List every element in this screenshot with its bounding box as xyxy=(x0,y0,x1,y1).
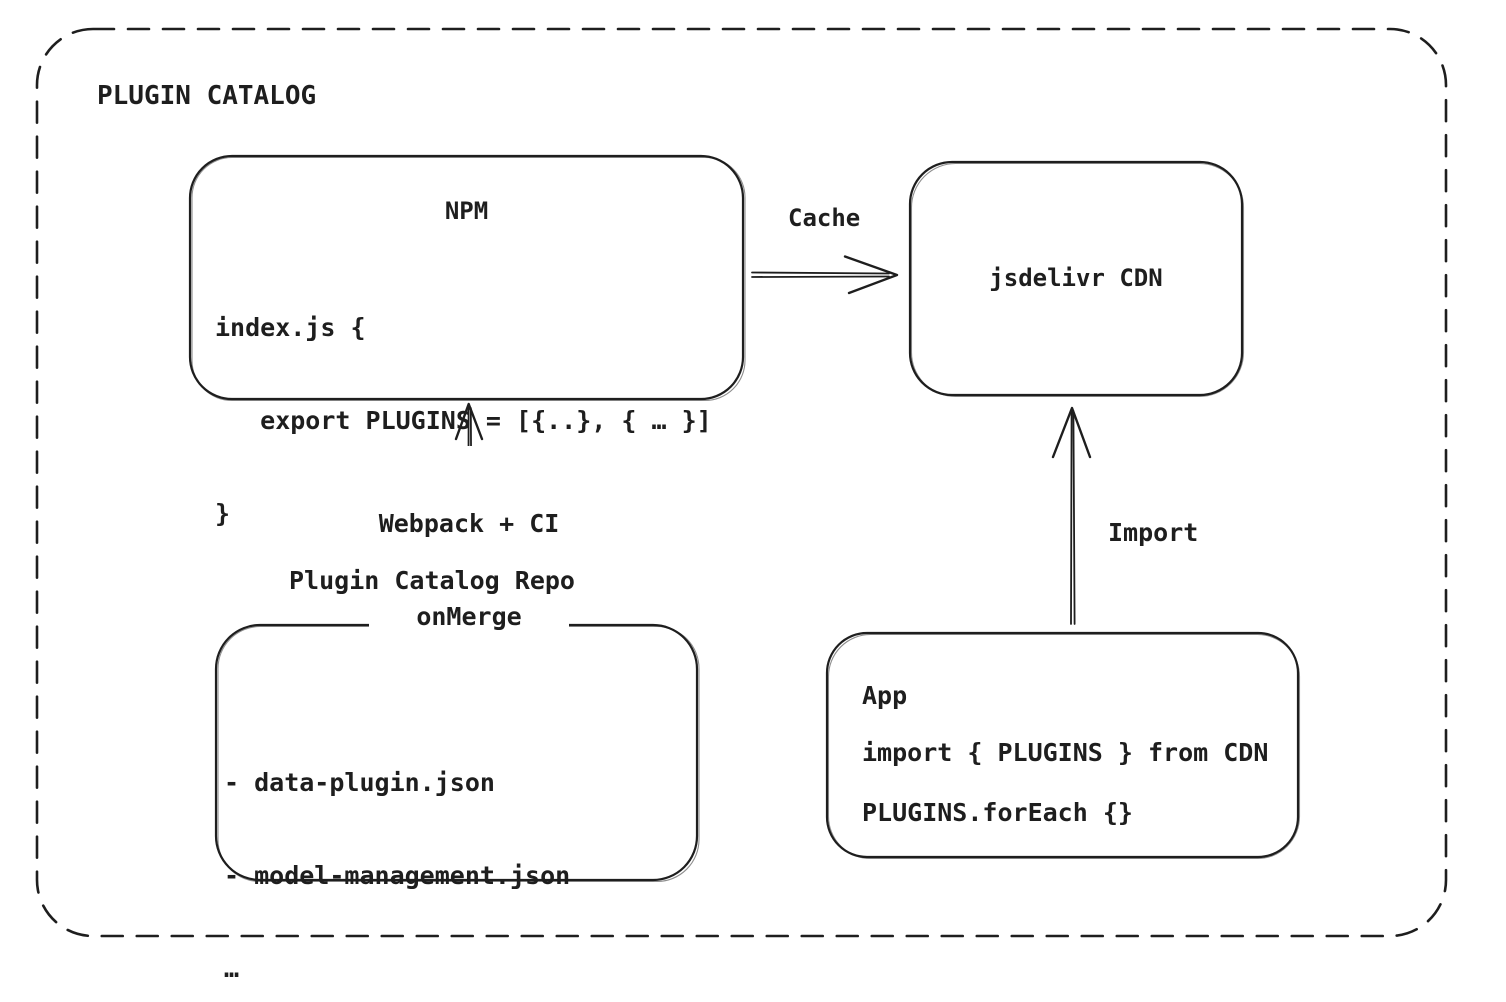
cdn-node-label: jsdelivr CDN xyxy=(989,264,1163,292)
npm-code-line: index.js { xyxy=(215,313,366,342)
import-arrowhead-icon xyxy=(1051,406,1092,459)
build-arrowhead-icon xyxy=(454,402,484,441)
npm-box-outline-sketch xyxy=(191,156,746,402)
npm-code-line: export PLUGINS = [{..}, { … }] xyxy=(215,406,712,435)
npm-box-outline xyxy=(188,154,745,401)
npm-code-block: index.js { export PLUGINS = [{..}, { … }… xyxy=(215,250,712,591)
build-edge-label-line: onMerge xyxy=(416,602,522,631)
plugin-catalog-boundary xyxy=(35,27,1448,938)
app-box-outline-sketch xyxy=(827,633,1301,860)
cdn-box-outline xyxy=(908,160,1244,397)
app-node-title: App xyxy=(862,681,908,710)
cache-edge-label: Cache xyxy=(788,204,861,232)
repo-file-list: - data-plugin.json - model-management.js… xyxy=(224,705,570,1002)
diagram-title: PLUGIN CATALOG xyxy=(97,81,317,111)
repo-file-item: - data-plugin.json xyxy=(224,768,495,797)
cache-arrowhead-icon xyxy=(843,255,899,295)
npm-code-line: } xyxy=(215,499,231,528)
cache-arrow xyxy=(751,255,899,295)
build-edge-label-line: Webpack + CI xyxy=(378,509,560,538)
repo-node-label: Plugin Catalog Repo xyxy=(289,566,575,595)
app-box-outline xyxy=(825,631,1300,859)
import-arrow xyxy=(1051,406,1092,625)
npm-node-title: NPM xyxy=(444,197,489,225)
app-code-line: import { PLUGINS } from CDN xyxy=(862,738,1269,767)
cdn-box-outline-sketch xyxy=(910,162,1245,398)
app-code-line: PLUGINS.forEach {} xyxy=(862,798,1133,827)
repo-file-item: … xyxy=(224,954,240,983)
import-edge-label: Import xyxy=(1108,518,1199,547)
build-edge-label: Webpack + CI onMerge xyxy=(369,446,569,694)
repo-file-item: - model-management.json xyxy=(224,861,571,890)
